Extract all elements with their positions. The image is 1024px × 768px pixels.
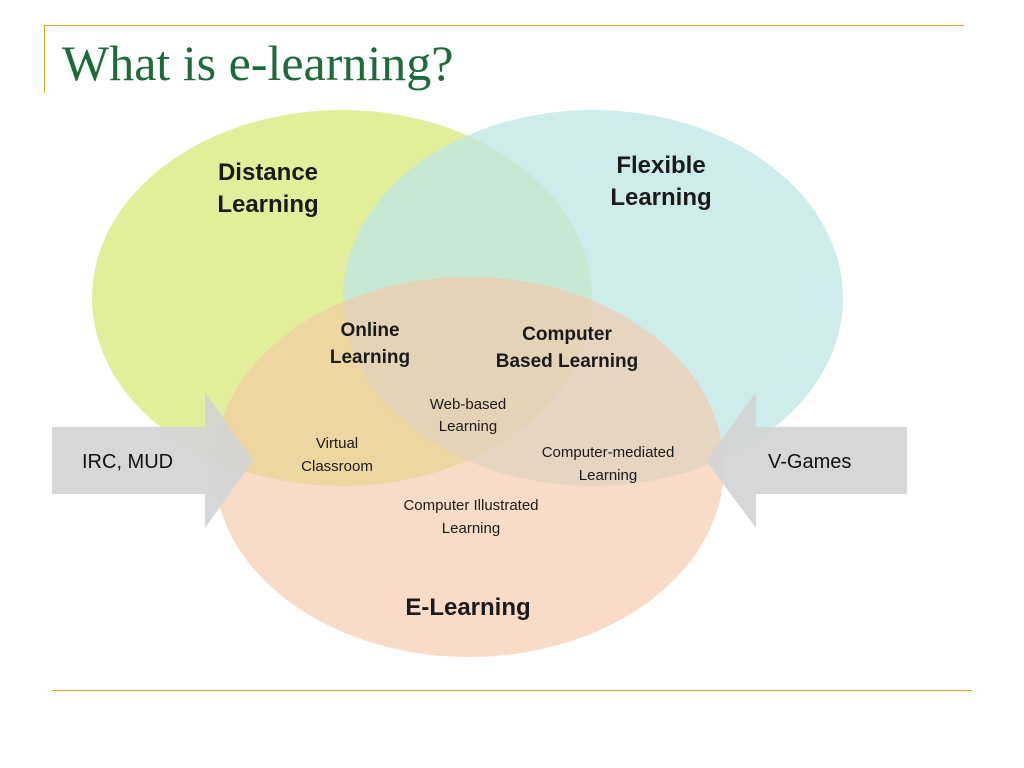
computer-based-label-line2: Based Learning <box>496 351 639 372</box>
web-based-label-line1: Web-based <box>430 396 506 413</box>
distance-label-line1: Distance <box>218 159 318 186</box>
e-learning-label: E-Learning <box>405 594 530 621</box>
computer-illustrated-label-line1: Computer Illustrated <box>403 497 538 514</box>
v-games-label: V-Games <box>768 451 852 473</box>
web-based-label-line2: Learning <box>439 418 497 435</box>
online-label-line1: Online <box>340 320 399 341</box>
bottom-rule <box>52 690 972 691</box>
computer-based-label-line1: Computer <box>522 324 612 345</box>
slide-title: What is e-learning? <box>62 35 454 91</box>
virtual-classroom-label-line1: Virtual <box>316 435 358 452</box>
computer-mediated-label-line1: Computer-mediated <box>542 444 675 461</box>
flexible-label-line1: Flexible <box>616 152 705 179</box>
right-arrow <box>706 392 907 528</box>
virtual-classroom-label-line2: Classroom <box>301 458 373 475</box>
top-rule <box>44 25 964 26</box>
left-arrow <box>52 392 253 528</box>
irc-mud-label: IRC, MUD <box>82 451 174 473</box>
distance-label-line2: Learning <box>217 191 318 218</box>
computer-illustrated-label-line2: Learning <box>442 520 500 537</box>
left-rule <box>44 25 45 93</box>
computer-mediated-label-line2: Learning <box>579 467 637 484</box>
e-learning-circle <box>214 277 724 657</box>
flexible-label-line2: Learning <box>610 184 711 211</box>
online-label-line2: Learning <box>330 347 410 368</box>
